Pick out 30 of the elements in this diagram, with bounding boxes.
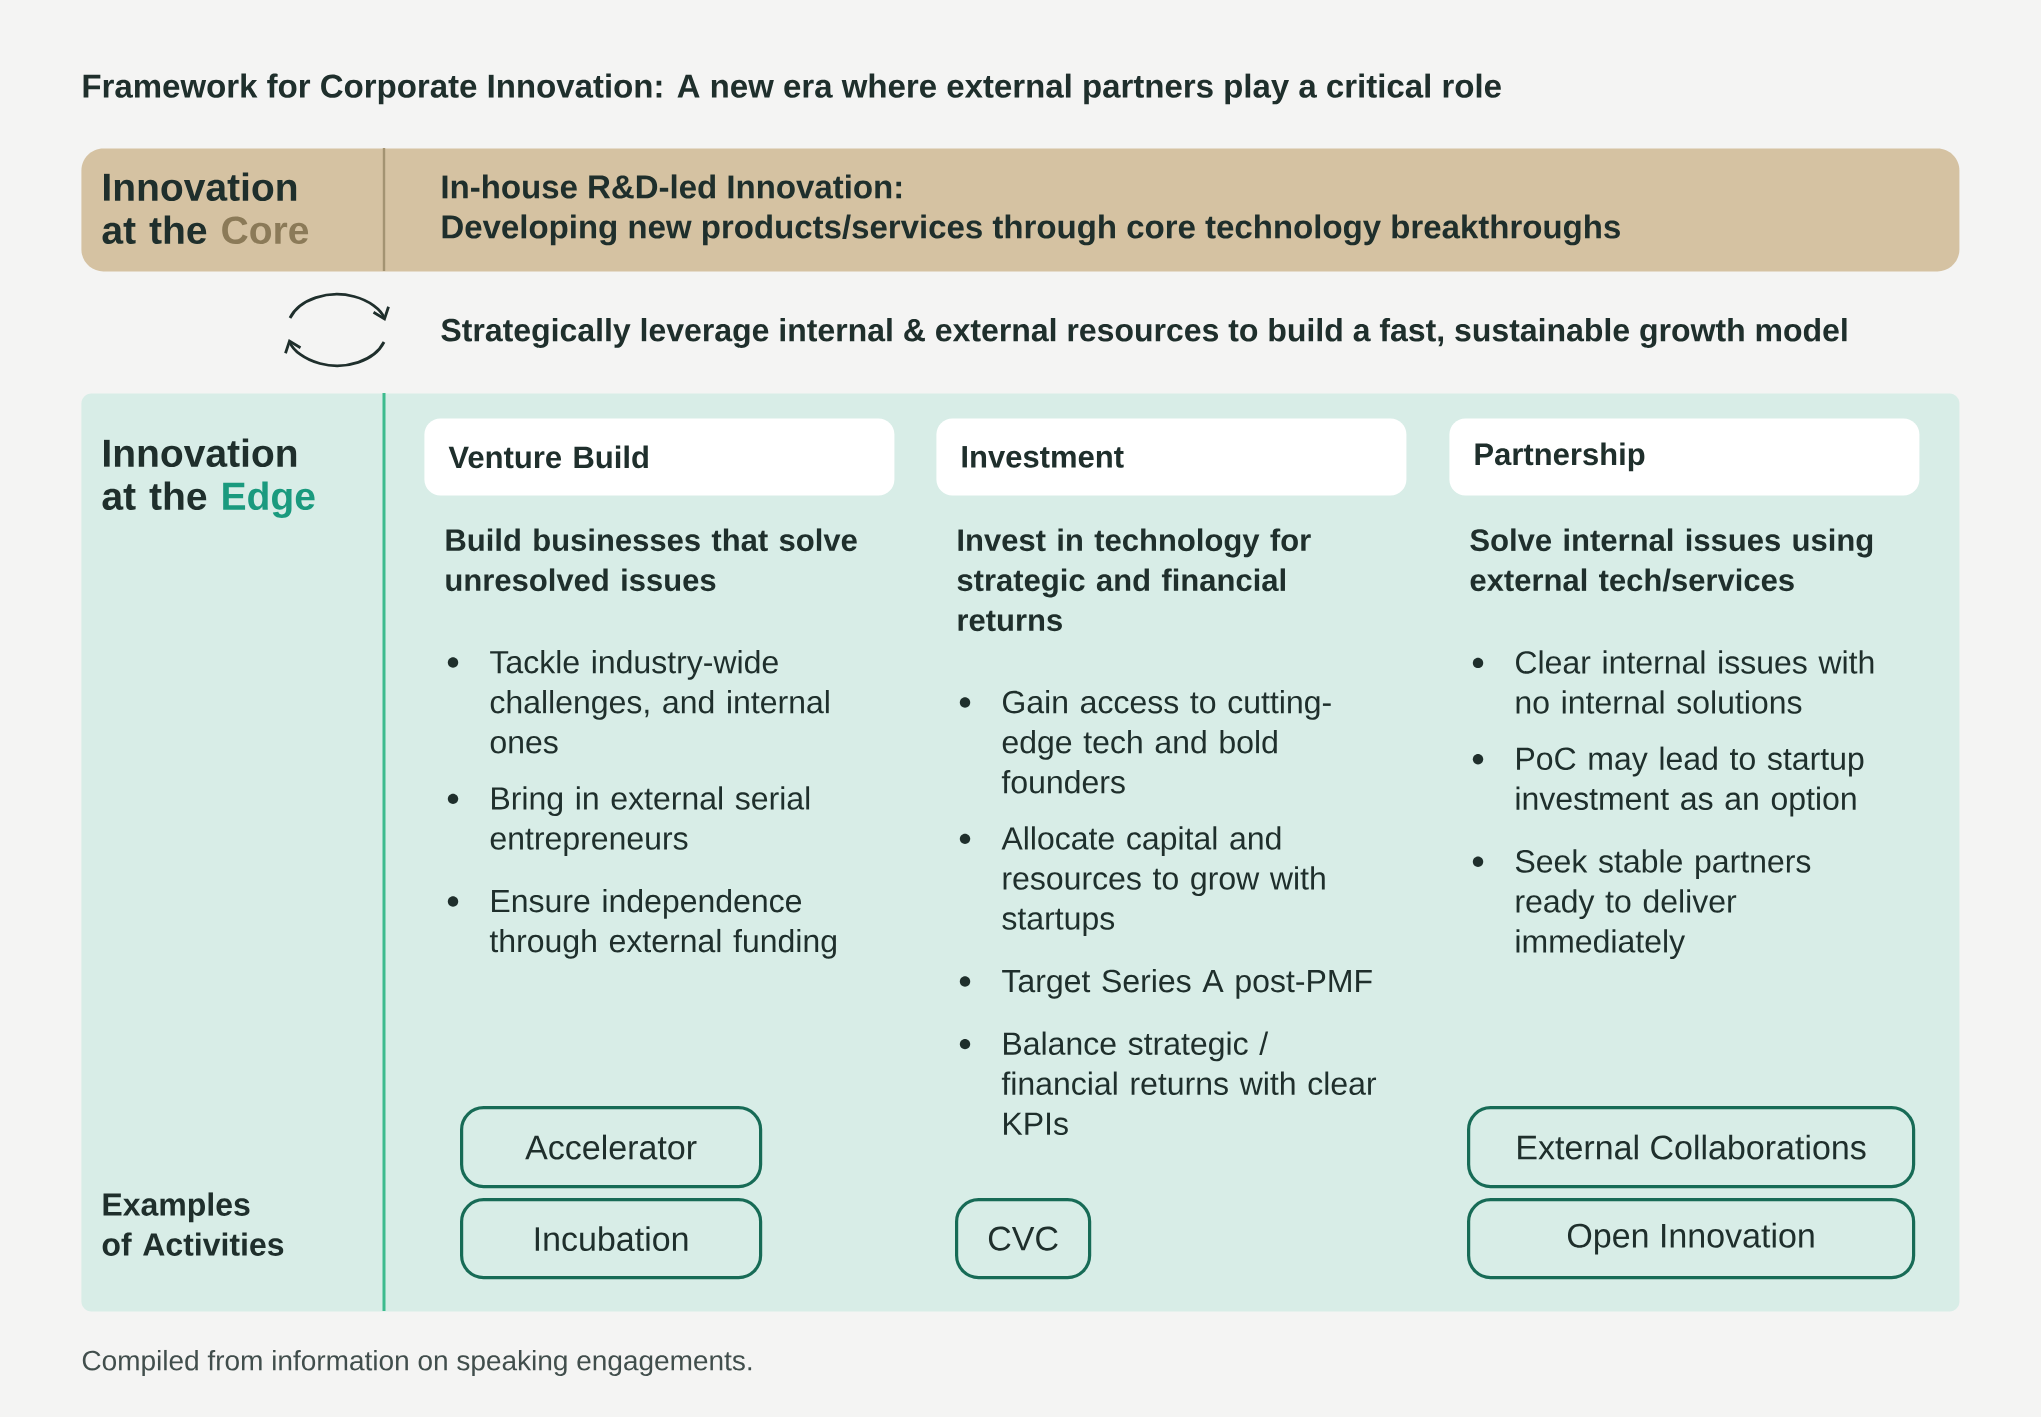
column-description: Invest in technology for strategic and financial returns [957,528,1311,632]
strategy-statement: Strategically leverage internal & external resources to build a fast, sustainable growth model [441,318,1847,348]
bullet-item: Ensure independence through external funding [447,888,836,959]
bullet-item: Seek stable partners ready to deliver immediately [1472,849,1811,960]
caption: Compiled from information on speaking engagements. [82,1349,752,1377]
bullet-item: Balance strategic / financial returns with clear KPIs [959,1031,1377,1135]
bullet-item: Clear internal issues with no internal solutions [1472,650,1874,714]
column-description: Build businesses that solve unresolved issues [446,528,857,592]
section-heading: Examples of Activities [102,1192,284,1256]
activity-pill: Open Innovation [1467,1198,1916,1280]
band [81,148,1960,272]
band-text: Developing new products/services through core technology breakthroughs [442,214,1620,246]
section-heading: Innovation at the Edge [102,438,315,518]
band-heading: In-house R&D-led Innovation: [442,174,902,199]
column-header: Venture Build [424,418,895,496]
bullet-item: Bring in external serial entrepreneurs [447,786,810,857]
activity-pill: External Collaborations [1467,1106,1916,1189]
column-header: Partnership [1449,418,1920,496]
column-header: Investment [936,418,1407,496]
bullet-item: PoC may lead to startup investment as an option [1472,746,1864,817]
bullet-item: Target Series A post-PMF [959,968,1372,999]
section-heading: Innovation at the Core [102,172,309,245]
activity-pill: Accelerator [460,1106,763,1189]
activity-pill: CVC [955,1198,1092,1280]
column-description: Solve internal issues using external tech/services [1470,528,1873,592]
title: Framework for Corporate Innovation: A new era where external partners play a critical role [83,73,1501,105]
activity-pill: Incubation [460,1198,763,1280]
bullet-item: Tackle industry-wide challenges, and internal ones [447,649,829,754]
bullet-item: Allocate capital and resources to grow with startups [959,826,1325,937]
bullet-item: Gain access to cutting-edge tech and bold founders [959,689,1331,794]
